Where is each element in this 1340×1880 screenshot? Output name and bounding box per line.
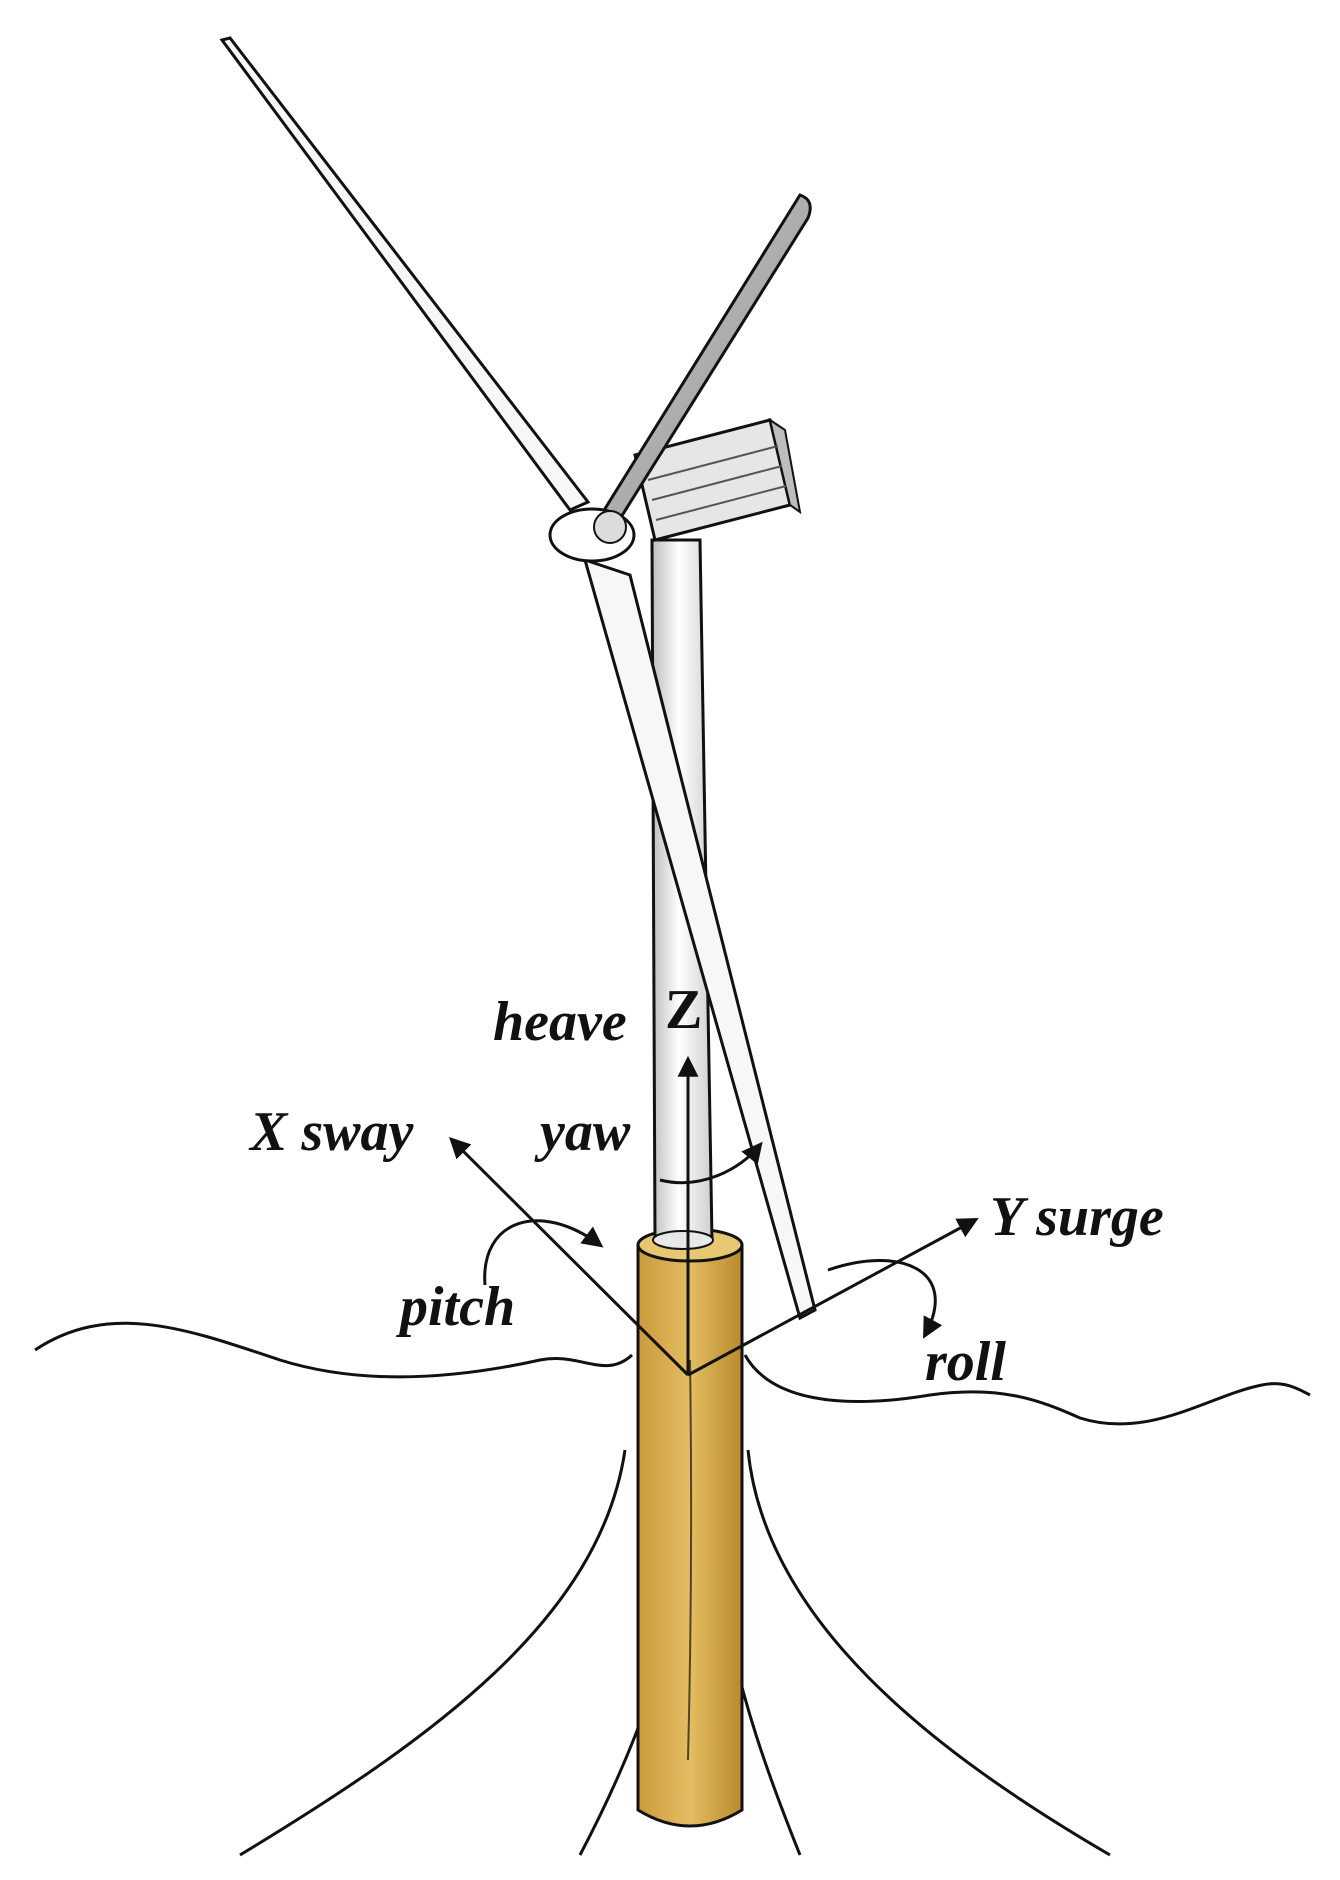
- nacelle: [633, 417, 802, 542]
- mooring-line-right: [746, 1449, 1111, 1857]
- roll-label: roll: [925, 1331, 1006, 1393]
- yaw-label: yaw: [534, 1101, 631, 1163]
- hub: [548, 507, 636, 563]
- rotor-blades: [219, 36, 817, 1321]
- coordinate-axes: [449, 1055, 979, 1377]
- x-axis-arrow: [449, 1137, 690, 1377]
- heave-label: heave: [493, 991, 627, 1053]
- y-axis-arrow: [687, 1218, 979, 1377]
- motion-labels: heave Z X sway yaw Y surge pitch roll: [248, 979, 1164, 1393]
- y-surge-label: Y surge: [990, 1186, 1164, 1248]
- x-sway-label: X sway: [248, 1101, 414, 1163]
- roll-arrow: [827, 1258, 943, 1339]
- z-axis-label: Z: [665, 979, 702, 1041]
- blade-upper-left: [219, 36, 591, 512]
- mooring-line-left: [239, 1449, 627, 1857]
- blade-lower: [582, 557, 817, 1321]
- pitch-arrow: [483, 1219, 604, 1286]
- pitch-label: pitch: [396, 1276, 515, 1338]
- sea-surface: [34, 1321, 1311, 1426]
- blade-upper-right: [589, 193, 812, 531]
- spar-buoy: [636, 1227, 744, 1828]
- yaw-arrow: [659, 1141, 763, 1185]
